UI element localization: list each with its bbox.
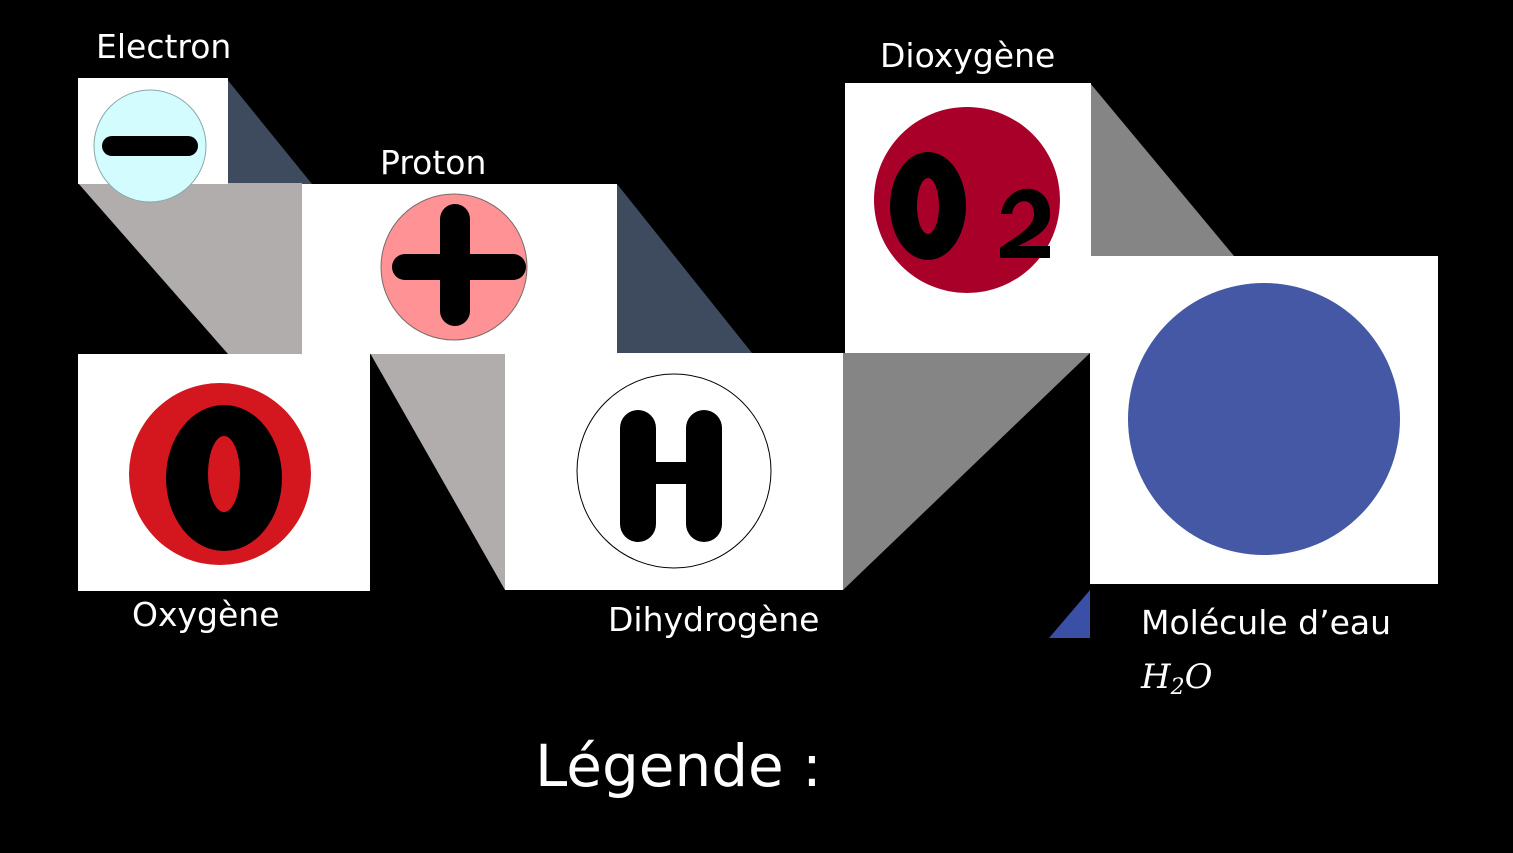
o-icon (129, 383, 311, 565)
dihydrogen-label: Dihydrogène (608, 600, 820, 639)
oxygen-label: Oxygène (132, 595, 280, 634)
water-formula: H2O (1141, 660, 1213, 699)
dihydrogen-gray-shadow (843, 353, 1090, 590)
proton-slate-shadow (617, 184, 752, 353)
water-formula-sub: 2 (1170, 675, 1185, 700)
legend-title: Légende : (535, 732, 822, 800)
plus-icon (380, 193, 528, 341)
o2-icon (874, 107, 1060, 293)
electron-label: Electron (96, 27, 232, 66)
electron-slate-shadow (226, 78, 312, 184)
proton-label: Proton (380, 143, 487, 182)
water-formula-main: H (1141, 657, 1171, 697)
water-label: Molécule d’eau (1141, 603, 1392, 642)
water-circle-icon (1128, 283, 1400, 555)
proton-gray-shadow (370, 353, 505, 590)
minus-icon (93, 89, 207, 203)
dioxygen-label: Dioxygène (880, 36, 1056, 75)
water-blue-triangle (1049, 590, 1090, 638)
water-formula-end: O (1184, 657, 1213, 697)
h-icon (576, 373, 772, 569)
electron-gray-shadow (78, 183, 302, 354)
dioxygen-gray-shadow (1090, 83, 1234, 256)
